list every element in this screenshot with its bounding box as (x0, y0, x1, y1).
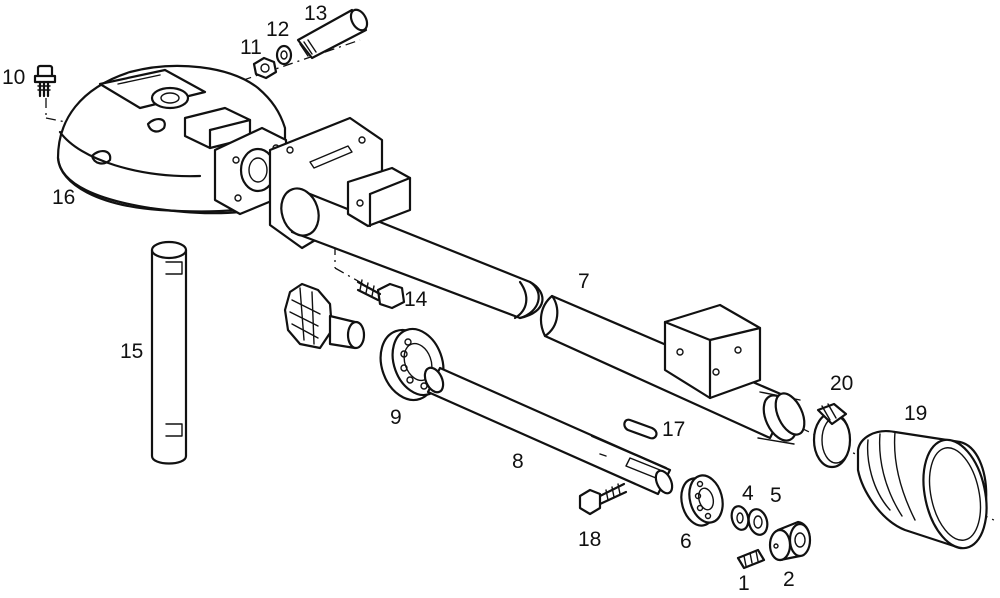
part-16-mount-housing (56, 64, 288, 216)
part-9-ball-bearing (379, 327, 445, 402)
part-drive-gear-hub (283, 282, 366, 350)
callout-12: 12 (266, 18, 289, 41)
callout-9: 9 (390, 406, 402, 429)
part-14-bolt (356, 279, 406, 310)
part-20-hose-clamp (812, 402, 852, 469)
callout-1: 1 (738, 572, 750, 595)
part-5-washer (747, 508, 769, 536)
callout-10: 10 (2, 66, 25, 89)
callout-15: 15 (120, 340, 143, 363)
part-10-grease-nipple (33, 64, 57, 98)
callout-2: 2 (783, 568, 795, 591)
part-18-screw (578, 482, 628, 516)
part-8-drive-shaft (423, 366, 674, 496)
callout-16: 16 (52, 186, 75, 209)
callout-13: 13 (304, 2, 327, 25)
callout-5: 5 (770, 484, 782, 507)
callout-11: 11 (240, 36, 262, 59)
part-6-ball-bearing (680, 474, 724, 527)
callout-14: 14 (404, 288, 428, 311)
callout-labels: 10 11 12 13 16 15 14 9 7 8 17 18 6 4 5 1… (2, 2, 927, 595)
part-17-key (623, 418, 658, 440)
part-12-washer (275, 44, 293, 66)
part-13-threaded-stud (296, 8, 369, 60)
part-4-washer (730, 505, 750, 531)
callout-7: 7 (578, 270, 590, 293)
callout-20: 20 (830, 372, 853, 395)
callout-18: 18 (578, 528, 601, 551)
part-2-collar (768, 520, 812, 562)
part-15-pivot-shaft (150, 240, 188, 465)
callout-8: 8 (512, 450, 524, 473)
callout-17: 17 (662, 418, 685, 441)
part-19-cone-cover (856, 430, 988, 550)
callout-19: 19 (904, 402, 927, 425)
part-7-support-tube (268, 116, 806, 445)
part-11-nut (252, 56, 278, 80)
callout-4: 4 (742, 482, 754, 505)
callout-6: 6 (680, 530, 692, 553)
part-1-set-screw (736, 548, 766, 570)
